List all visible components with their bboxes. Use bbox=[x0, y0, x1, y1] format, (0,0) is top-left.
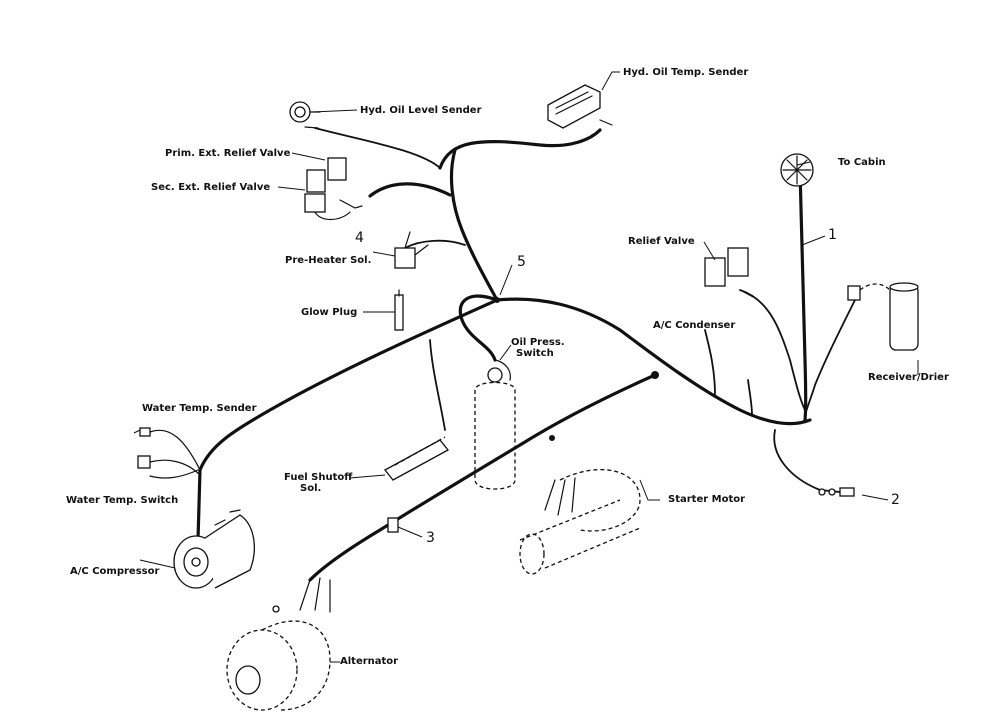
label-relief-valve: Relief Valve bbox=[628, 236, 695, 247]
label-alternator: Alternator bbox=[340, 656, 399, 667]
label-fuel-shutoff-sol-line2: Sol. bbox=[300, 483, 322, 494]
label-water-temp-sender: Water Temp. Sender bbox=[142, 403, 257, 414]
glow-plug-part bbox=[394, 289, 404, 331]
label-oil-press-switch-line2: Switch bbox=[516, 348, 554, 359]
connector-2-part bbox=[818, 487, 855, 497]
water-temp-sensors-part bbox=[137, 427, 201, 479]
callout-3: 3 bbox=[426, 530, 435, 546]
label-to-cabin: To Cabin bbox=[838, 157, 886, 168]
callout-2: 2 bbox=[891, 492, 900, 508]
alternator-part bbox=[226, 577, 331, 711]
label-ac-condenser: A/C Condenser bbox=[653, 320, 736, 331]
label-water-temp-switch: Water Temp. Switch bbox=[66, 495, 179, 506]
relief-valve-part bbox=[704, 247, 756, 299]
label-hyd-oil-level-sender: Hyd. Oil Level Sender bbox=[360, 105, 482, 116]
label-pre-heater-sol: Pre-Heater Sol. bbox=[285, 255, 372, 266]
callout-4: 4 bbox=[355, 230, 364, 246]
oil-press-switch-part bbox=[474, 359, 516, 490]
callout-5: 5 bbox=[517, 254, 526, 270]
leader-lines bbox=[133, 71, 919, 663]
label-receiver-drier: Receiver/Drier bbox=[868, 372, 949, 383]
callout-1: 1 bbox=[828, 227, 837, 243]
label-glow-plug: Glow Plug bbox=[301, 307, 358, 318]
label-hyd-oil-temp-sender: Hyd. Oil Temp. Sender bbox=[623, 67, 749, 78]
label-sec-ext-relief-valve: Sec. Ext. Relief Valve bbox=[151, 182, 271, 193]
label-starter-motor: Starter Motor bbox=[668, 494, 746, 505]
receiver-drier-part bbox=[847, 282, 919, 351]
main-harness bbox=[196, 127, 856, 582]
ext-relief-valves-part bbox=[304, 157, 363, 221]
fuel-shutoff-solenoid-part bbox=[384, 436, 449, 481]
hyd-oil-level-sender-part bbox=[289, 101, 321, 129]
label-fuel-shutoff-sol-line1: Fuel Shutoff bbox=[284, 472, 353, 483]
starter-motor-part bbox=[519, 468, 641, 575]
clip-3-part bbox=[387, 517, 399, 533]
hyd-oil-temp-sender-part bbox=[547, 84, 613, 129]
pre-heater-solenoid-part bbox=[394, 231, 429, 269]
to-cabin-connector-part bbox=[780, 153, 814, 187]
label-oil-press-switch-line1: Oil Press. bbox=[511, 337, 565, 348]
label-prim-ext-relief-valve: Prim. Ext. Relief Valve bbox=[165, 148, 291, 159]
label-ac-compressor: A/C Compressor bbox=[70, 566, 160, 577]
ac-compressor-part bbox=[173, 509, 255, 589]
